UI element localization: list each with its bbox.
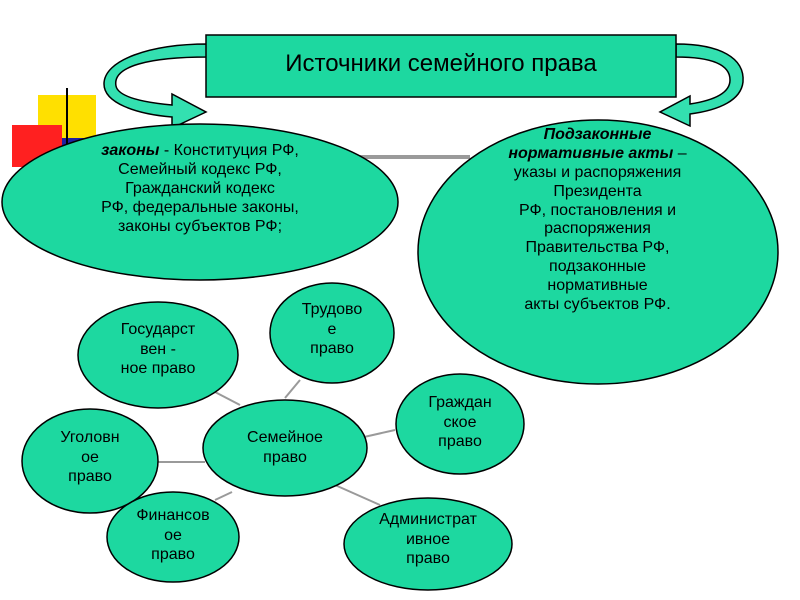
diagram-title: Источники семейного права [285,50,597,77]
laws-term: законы [101,142,160,159]
oval-finance [106,491,240,583]
label-finance: Финансов ое право [136,507,210,564]
bylaws-term: Подзаконные нормативные акты [508,126,674,162]
laws-text: законы - Конституция РФ, Семейный кодекс… [40,142,360,236]
center-label: Семейное право [247,429,323,466]
oval-state [77,301,239,409]
oval-labor [269,282,395,384]
oval-civil [395,373,525,475]
bylaws-description: – указы и распоряжения Президента РФ, по… [513,144,687,313]
label-state: Государст вен - ное право [120,321,196,378]
decorative-squares [12,88,100,170]
left-curved-arrow [103,43,209,130]
label-admin: Администрат ивное право [379,511,477,568]
right-curved-arrow [658,43,744,128]
title-box [205,34,677,98]
oval-admin [343,497,513,591]
laws-oval [1,123,399,281]
spoke-labor [284,379,301,399]
spoke-state [214,391,241,406]
bylaws-text: Подзаконные нормативные акты – указы и р… [450,126,745,315]
spoke-admin [334,484,381,506]
oval-criminal [21,408,159,514]
label-criminal: Уголовн ое право [60,429,120,486]
spoke-lines [155,379,396,506]
spoke-finance [214,491,233,501]
label-civil: Граждан ское право [428,394,492,451]
label-labor: Трудово е право [301,301,363,358]
bylaws-oval [417,119,779,385]
spoke-civil [363,429,396,438]
laws-description: - Конституция РФ, Семейный кодекс РФ, Гр… [101,142,299,235]
oval-center [202,399,368,497]
